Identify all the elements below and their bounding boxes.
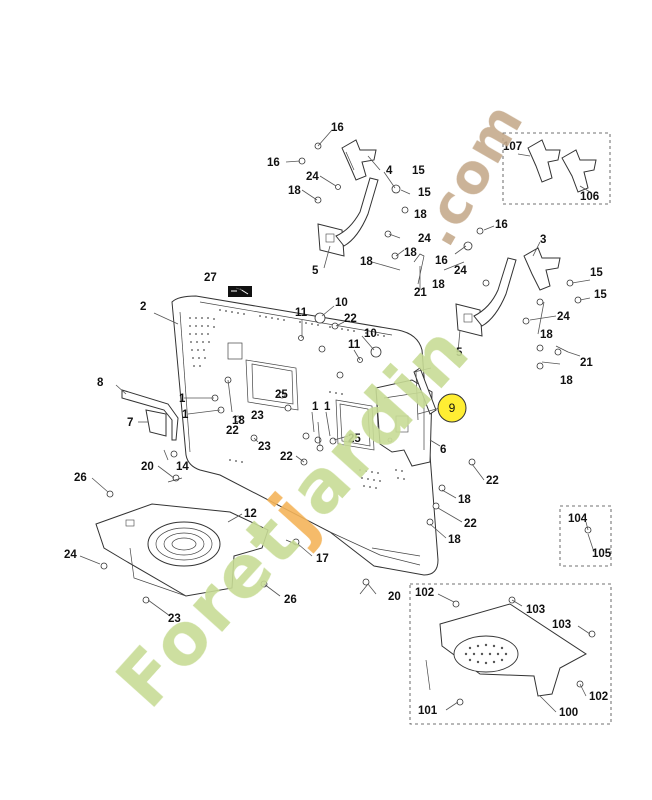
label-tag-part-27 — [228, 286, 252, 297]
callout-20: 20 — [141, 461, 154, 473]
handle-part-3 — [523, 247, 561, 291]
callout-16: 16 — [435, 255, 448, 267]
bracket-part-5-lower — [455, 257, 517, 337]
callout-16: 16 — [331, 122, 344, 134]
bolt-shafts — [167, 253, 569, 691]
panel-perforations-left — [189, 309, 385, 367]
callout-15: 15 — [594, 289, 607, 301]
handle-part-106 — [561, 149, 597, 193]
callout-22: 22 — [226, 425, 239, 437]
callout-8: 8 — [97, 377, 104, 389]
callout-24: 24 — [418, 233, 431, 245]
callout-18: 18 — [432, 279, 445, 291]
callout-16: 16 — [495, 219, 508, 231]
inset-box-100-103 — [409, 583, 612, 725]
callout-22: 22 — [464, 518, 477, 530]
callout-1: 1 — [179, 393, 186, 405]
inset-box-106-107 — [502, 132, 611, 205]
callout-103: 103 — [526, 604, 545, 616]
callout-17: 17 — [316, 553, 329, 565]
lever-part-8 — [121, 389, 179, 441]
callout-102: 102 — [415, 587, 434, 599]
callout-26: 26 — [74, 472, 87, 484]
callout-5: 5 — [456, 347, 463, 359]
fan-shroud-part-12 — [95, 503, 269, 597]
callout-16: 16 — [267, 157, 280, 169]
clip-part-9 — [413, 367, 437, 421]
callout-101: 101 — [418, 705, 438, 717]
highlighted-callout-9[interactable]: 9 — [437, 393, 467, 423]
handle-part-107 — [527, 139, 561, 183]
callout-27: 27 — [204, 272, 217, 284]
callout-18: 18 — [560, 375, 573, 387]
callout-107: 107 — [503, 141, 522, 153]
callout-labels: 2 16 16 4 15 24 15 18 18 24 18 5 18 16 1… — [64, 122, 612, 719]
callout-18: 18 — [360, 256, 373, 268]
callout-2: 2 — [140, 301, 146, 313]
callout-23: 23 — [251, 410, 264, 422]
watermark-text: Foretjardin — [100, 308, 486, 724]
callout-100: 100 — [559, 707, 578, 719]
callout-21: 21 — [414, 287, 427, 299]
callout-24: 24 — [454, 265, 467, 277]
callout-18: 18 — [448, 534, 461, 546]
plate-part-7 — [145, 409, 167, 437]
callout-24: 24 — [557, 311, 570, 323]
base-plate-part-100 — [439, 603, 587, 697]
callout-4: 4 — [386, 165, 393, 177]
callout-18: 18 — [404, 247, 417, 259]
handle-part-4 — [341, 139, 377, 181]
callout-12: 12 — [244, 508, 257, 520]
callout-15: 15 — [412, 165, 425, 177]
callout-24: 24 — [306, 171, 319, 183]
watermark: Foretjardin .com — [100, 92, 536, 724]
callout-22: 22 — [280, 451, 293, 463]
callout-10: 10 — [335, 297, 348, 309]
callout-20: 20 — [388, 591, 401, 603]
callout-15: 15 — [418, 187, 431, 199]
callout-7: 7 — [127, 417, 133, 429]
callout-103: 103 — [552, 619, 571, 631]
callout-6: 6 — [440, 444, 446, 456]
bracket-part-5-upper — [317, 177, 379, 257]
callout-102: 102 — [589, 691, 608, 703]
callout-25: 25 — [348, 433, 361, 445]
callout-104: 104 — [568, 513, 588, 525]
callout-5: 5 — [312, 265, 319, 277]
leader-lines — [79, 129, 595, 713]
callout-18: 18 — [288, 185, 301, 197]
side-plate-part-6 — [375, 379, 433, 467]
callout-22: 22 — [344, 313, 357, 325]
callout-18: 18 — [458, 494, 471, 506]
callout-21: 21 — [580, 357, 593, 369]
callout-106: 106 — [580, 191, 599, 203]
callout-23: 23 — [168, 613, 181, 625]
callout-23: 23 — [258, 441, 271, 453]
panel-perforations-right — [229, 391, 405, 489]
highlight-circle — [437, 393, 467, 423]
callout-3: 3 — [540, 234, 546, 246]
callout-18: 18 — [232, 415, 245, 427]
callout-11: 11 — [348, 339, 361, 351]
callout-14: 14 — [176, 461, 189, 473]
callout-22: 22 — [486, 475, 499, 487]
callout-10: 10 — [364, 328, 377, 340]
callout-105: 105 — [592, 548, 612, 560]
callout-26: 26 — [284, 594, 297, 606]
inset-box-104-105 — [559, 505, 612, 567]
callout-11: 11 — [295, 307, 308, 319]
callout-1: 1 — [182, 409, 189, 421]
callout-25: 25 — [275, 389, 288, 401]
callout-18: 18 — [540, 329, 553, 341]
highlight-label: 9 — [449, 401, 456, 415]
callout-1: 1 — [312, 401, 319, 413]
callout-18: 18 — [414, 209, 427, 221]
callout-1: 1 — [324, 401, 331, 413]
callout-24: 24 — [64, 549, 77, 561]
callout-15: 15 — [590, 267, 603, 279]
